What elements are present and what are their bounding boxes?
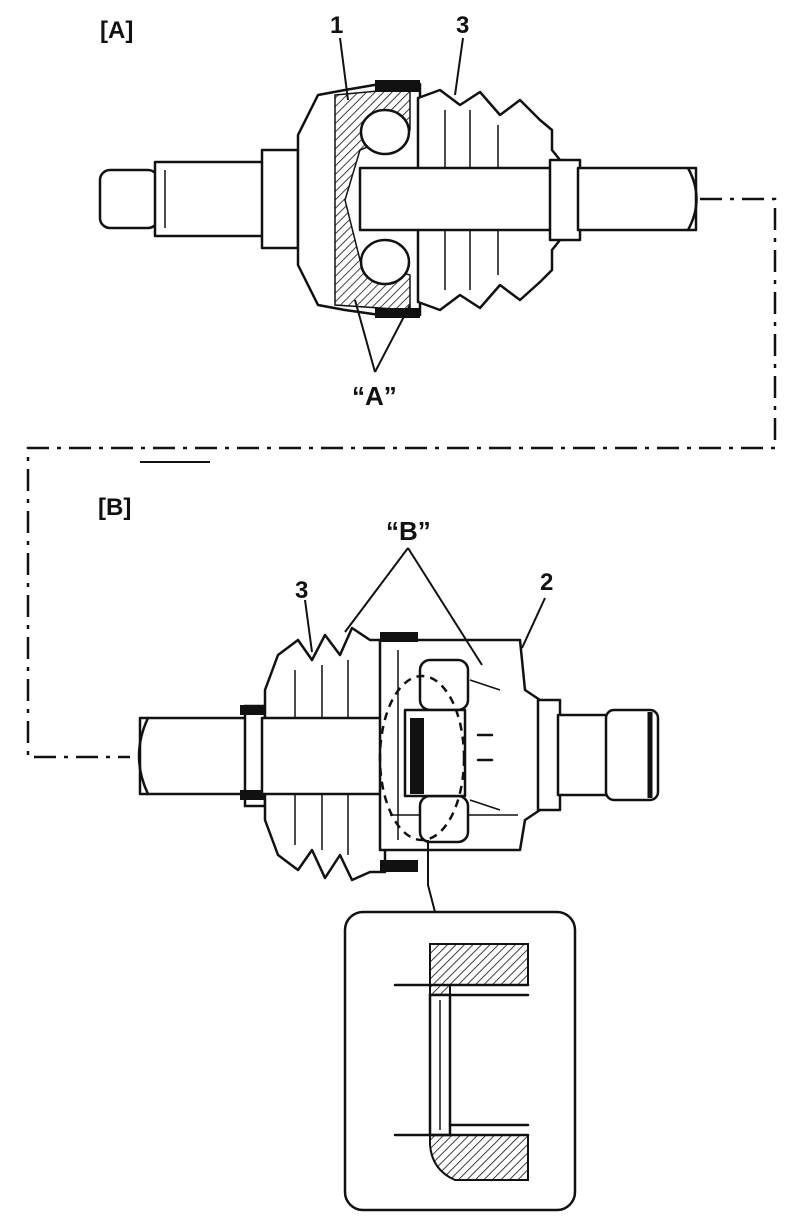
- ball-lower: [359, 238, 411, 286]
- leader-3-top: [454, 37, 464, 96]
- leader-2: [521, 597, 546, 649]
- leader-1: [339, 37, 349, 101]
- clamp-a-top: [375, 80, 420, 92]
- clamp-b-bottom: [380, 860, 418, 872]
- shaft-b-end: [604, 708, 660, 802]
- leader-detail: [427, 840, 436, 913]
- shaft-b-right: [556, 713, 610, 797]
- leader-b-right: [407, 547, 483, 666]
- clamp-b-top: [380, 632, 418, 642]
- leader-a-right: [374, 304, 411, 373]
- connector-line: [26, 197, 777, 759]
- leader-3-bottom: [304, 599, 313, 653]
- part-1-label: 1: [330, 12, 343, 39]
- shaft-a-left: [153, 160, 267, 238]
- shaft-a-inner: [358, 166, 562, 232]
- view-b-assembly: [137, 626, 660, 882]
- shaft-a-end: [98, 168, 160, 230]
- tripod-roller-top: [418, 658, 470, 712]
- tripod-roller-bottom: [418, 794, 470, 844]
- shaft-a-right: [576, 166, 698, 232]
- shaft-a-collar: [260, 148, 300, 250]
- leader-a-left: [354, 299, 376, 373]
- callout-a-label: “A”: [352, 381, 397, 411]
- ball-upper: [359, 108, 411, 156]
- shaft-b-left: [138, 716, 252, 796]
- view-b-label: [B]: [98, 494, 131, 521]
- detail-inset: [343, 910, 577, 1212]
- leader-b-left: [344, 547, 409, 633]
- clamp-a-bottom: [375, 308, 420, 318]
- shaft-b-collar: [536, 698, 562, 812]
- part-3-bottom-label: 3: [295, 577, 308, 604]
- part-2-label: 2: [540, 569, 553, 596]
- view-a-label: [A]: [100, 17, 133, 44]
- view-a-assembly: [98, 80, 698, 318]
- part-3-top-label: 3: [456, 12, 469, 39]
- shaft-a-collar-right: [548, 158, 582, 242]
- callout-b-region: [378, 674, 466, 842]
- callout-b-label: “B”: [386, 516, 431, 546]
